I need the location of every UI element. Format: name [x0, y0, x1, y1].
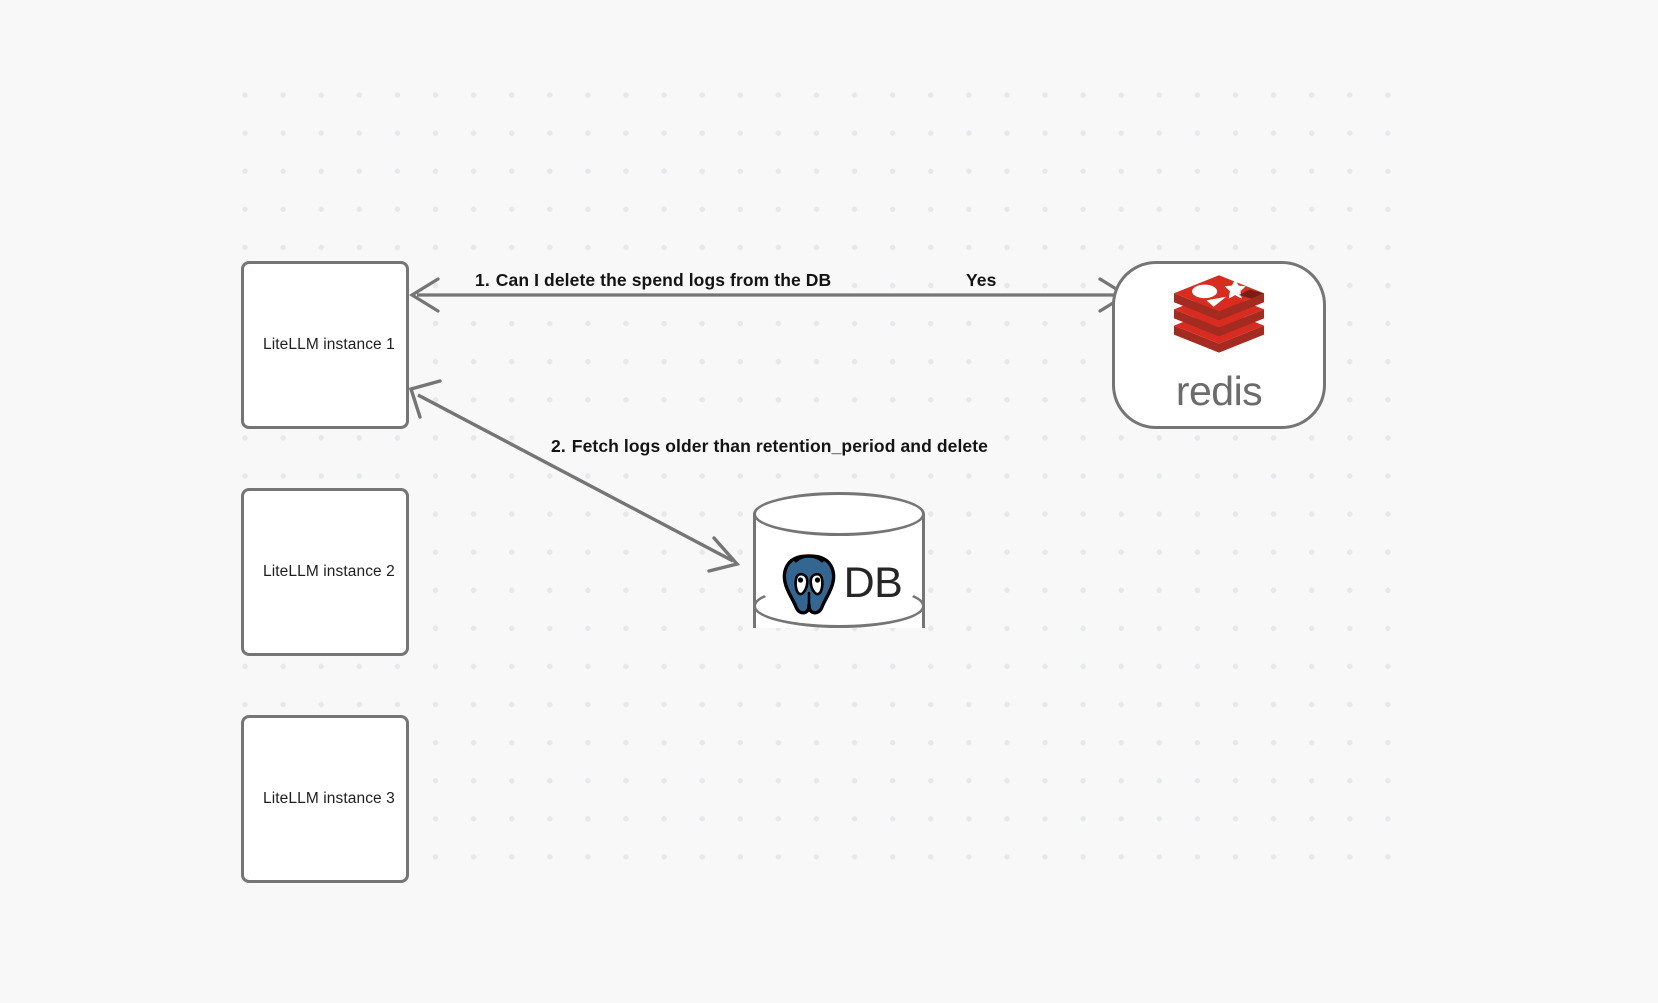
edge-2-step-number: 2.: [551, 436, 566, 456]
edge-1-label-text: Can I delete the spend logs from the DB: [495, 270, 832, 290]
node-litellm-instance-2-label: LiteLLM instance 2: [263, 563, 395, 580]
edge-2-label: 2.Fetch logs older than retention_period…: [547, 435, 992, 458]
postgresql-elephant-icon: [782, 554, 835, 615]
edge-1-label: 1.Can I delete the spend logs from the D…: [471, 269, 836, 292]
cylinder-top-ellipse: [753, 492, 925, 536]
redis-brand-lockup: redis: [1165, 274, 1273, 414]
database-label: DB: [843, 558, 903, 607]
node-litellm-instance-3-label: LiteLLM instance 3: [263, 790, 395, 807]
redis-logo-icon: [1174, 274, 1264, 353]
edge-1-reply-label: Yes: [962, 269, 1001, 292]
node-database[interactable]: DB: [753, 492, 925, 650]
redis-wordmark: redis: [1175, 367, 1263, 414]
edge-litellm1-db: [408, 379, 741, 573]
node-litellm-instance-1-label: LiteLLM instance 1: [263, 336, 395, 353]
node-litellm-instance-1[interactable]: LiteLLM instance 1: [241, 261, 409, 429]
node-litellm-instance-3[interactable]: LiteLLM instance 3: [241, 715, 409, 883]
node-litellm-instance-2[interactable]: LiteLLM instance 2: [241, 488, 409, 656]
node-redis[interactable]: redis: [1112, 261, 1326, 429]
database-brand-lockup: DB: [753, 540, 925, 626]
edge-1-step-number: 1.: [475, 270, 490, 290]
edge-2-label-text: Fetch logs older than retention_period a…: [571, 436, 988, 456]
cylinder-bottom-ellipse: [753, 584, 925, 628]
